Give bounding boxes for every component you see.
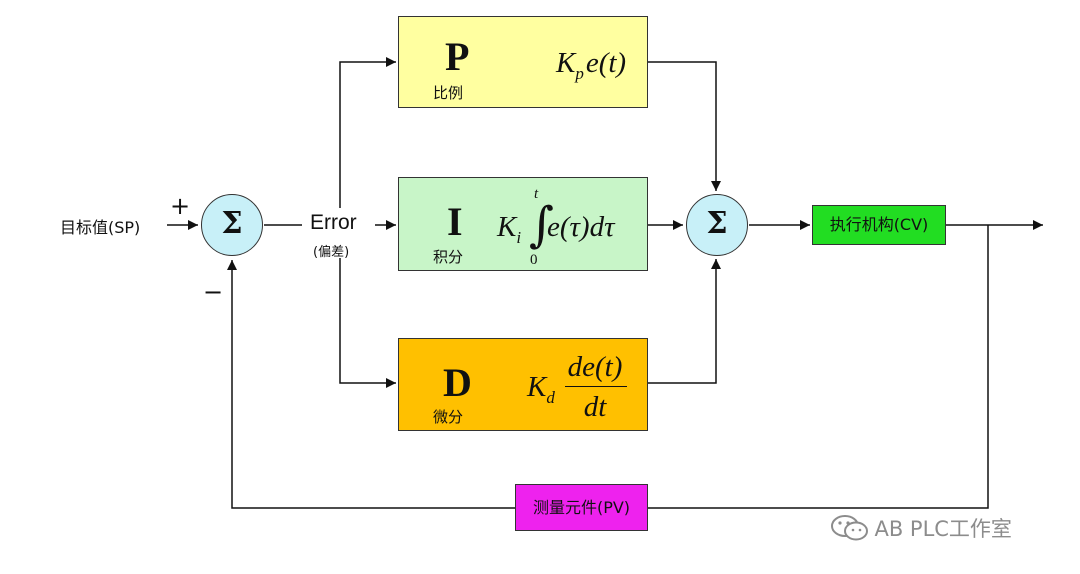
i-gain: Ki [497,211,522,247]
integral-lower-limit: 0 [530,252,538,268]
p-letter: P [445,34,470,79]
error-label: Error [310,211,357,234]
feedback-line-right [648,225,989,509]
d-denominator: dt [583,391,607,423]
output-summing-junction: Σ [686,194,748,256]
error-to-p-arrow [339,57,396,208]
d-name: 微分 [433,408,464,426]
derivative-block: D 微分 Kd de(t) dt [398,338,648,431]
i-letter: I [447,199,463,244]
p-output-arrow [648,61,721,191]
proportional-block: P 比例 Kpe(t) [398,16,648,108]
error-sublabel: (偏差) [313,245,350,260]
integral-block: I 积分 Ki ∫ t 0 e(τ)dτ [398,177,648,271]
error-to-d-arrow [339,258,396,388]
minus-sign: − [203,278,224,306]
input-label: 目标值(SP) [60,218,141,237]
d-numerator: de(t) [567,351,623,383]
actuator-block: 执行机构(CV) [812,205,946,245]
i-name: 积分 [433,248,464,266]
input-summing-junction: Σ [201,194,263,256]
p-formula: Kpe(t) [556,47,627,83]
p-name: 比例 [433,84,464,102]
i-expression: e(τ)dτ [547,211,615,243]
d-letter: D [443,360,472,405]
wechat-icon [831,515,868,541]
d-output-arrow [648,259,721,384]
integral-upper-limit: t [534,186,539,202]
watermark: AB PLC工作室 [830,513,1012,543]
plus-sign: + [170,192,191,220]
d-gain: Kd [527,371,555,407]
feedback-arrow [227,260,515,509]
integral-sign: ∫ [529,197,555,253]
watermark-text: AB PLC工作室 [874,517,1012,541]
fraction-bar [565,386,627,387]
sensor-block: 测量元件(PV) [515,484,648,531]
